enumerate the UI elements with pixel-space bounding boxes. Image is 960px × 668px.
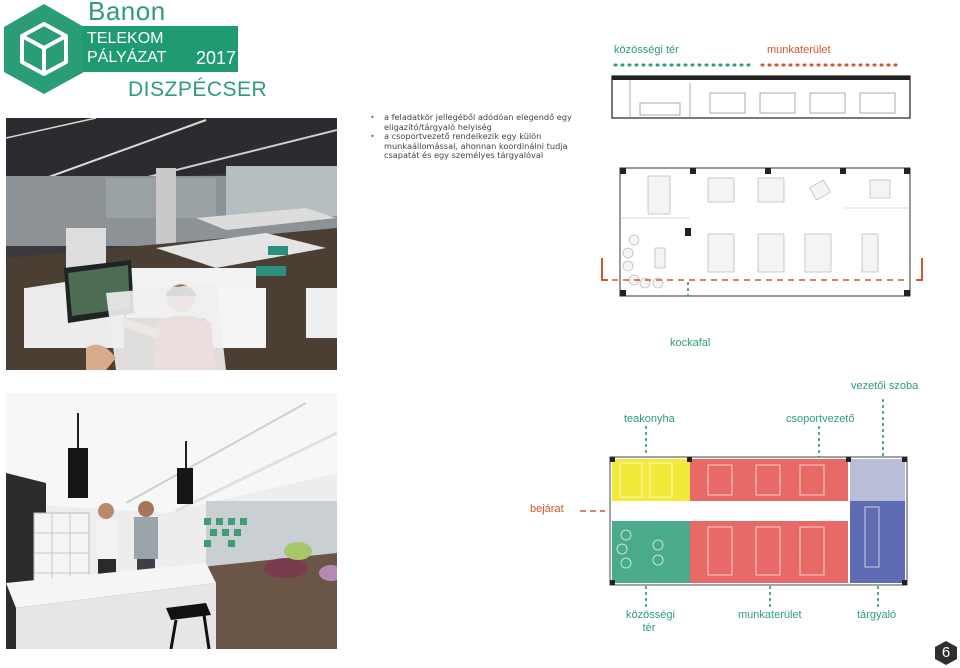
label-community-space-bottom: közösségi tér (626, 609, 675, 634)
bullet-dot-icon: • (370, 131, 375, 142)
label-entrance: bejárat (530, 503, 564, 515)
label-meeting-room: tárgyaló (857, 609, 897, 621)
hexagon-badge-icon (935, 641, 957, 665)
top-floor-plan (601, 63, 923, 298)
brand-name: Banon (88, 0, 166, 26)
bullet-item: • a csoportvezető rendelkezik egy külön m… (370, 131, 590, 161)
bullet-text: a feladatkör jellegéből adódóan elegendő… (384, 112, 572, 132)
bullet-item: • a feladatkör jellegéből adódóan elegend… (370, 112, 590, 132)
label-group-leader: csoportvezető (786, 413, 855, 425)
page-number-badge: 6 (933, 640, 959, 666)
label-community-space: közösségi tér (614, 44, 679, 56)
bottom-floor-plan (580, 399, 908, 608)
band-line-1: TELEKOM (87, 30, 164, 47)
office-render-kitchen (6, 393, 337, 649)
bullet-dot-icon: • (370, 112, 375, 122)
label-manager-room: vezetői szoba (851, 380, 919, 392)
band-line-2: PÁLYÁZAT (87, 49, 167, 66)
office-render-workspace (6, 118, 337, 370)
page-subtitle: DISZPÉCSER (128, 78, 268, 101)
page-number: 6 (941, 644, 951, 661)
label-work-area: munkaterület (767, 44, 831, 56)
band-year: 2017 (196, 48, 237, 68)
banon-logo-hexagon (4, 4, 84, 94)
label-tea-kitchen: teakonyha (624, 413, 675, 425)
label-work-area-bottom: munkaterület (738, 609, 802, 621)
bullet-text: a csoportvezető rendelkezik egy külön mu… (384, 131, 568, 161)
bullet-list: • a feladatkör jellegéből adódóan elegend… (370, 112, 590, 161)
competition-band: TELEKOM PÁLYÁZAT 2017 (82, 26, 238, 72)
label-cube-wall: kockafal (670, 337, 711, 349)
